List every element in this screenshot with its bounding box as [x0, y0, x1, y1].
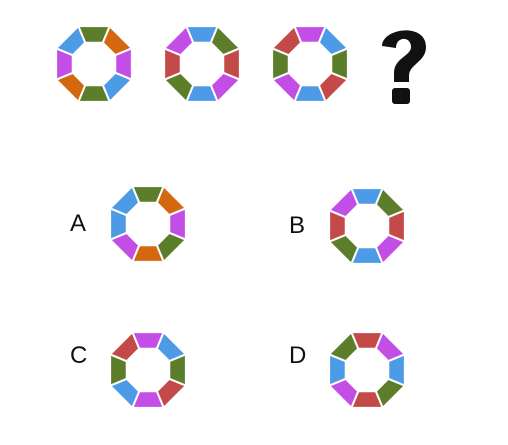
option-a-label: A: [70, 210, 87, 237]
octagon-ring-svg: [328, 331, 406, 409]
ring-segment-blue: [55, 25, 87, 57]
option-c-label: C: [70, 342, 88, 369]
octagon-ring-svg: [328, 187, 406, 265]
option-d-label: D: [289, 342, 307, 369]
ring-segment-green: [328, 331, 360, 363]
ring-segment-purple: [163, 25, 195, 57]
octagon-ring-svg: [109, 331, 187, 409]
ring-segment-blue: [109, 185, 141, 217]
option-b-label: B: [289, 212, 306, 239]
option-a-ring[interactable]: [104, 180, 192, 268]
octagon-ring-svg: [55, 25, 133, 103]
option-d-ring[interactable]: [323, 326, 411, 414]
octagon-ring-svg: [109, 185, 187, 263]
octagon-ring-svg: [271, 25, 349, 103]
ring-segment-red: [109, 331, 141, 363]
option-c-ring[interactable]: [104, 326, 192, 414]
ring-segment-red: [271, 25, 303, 57]
ring-segment-purple: [328, 187, 360, 219]
sequence-ring-1: [50, 20, 138, 108]
sequence-ring-3: [266, 20, 354, 108]
option-b-ring[interactable]: [323, 182, 411, 270]
octagon-ring-svg: [163, 25, 241, 103]
question-mark-icon: [372, 20, 436, 110]
sequence-ring-2: [158, 20, 246, 108]
